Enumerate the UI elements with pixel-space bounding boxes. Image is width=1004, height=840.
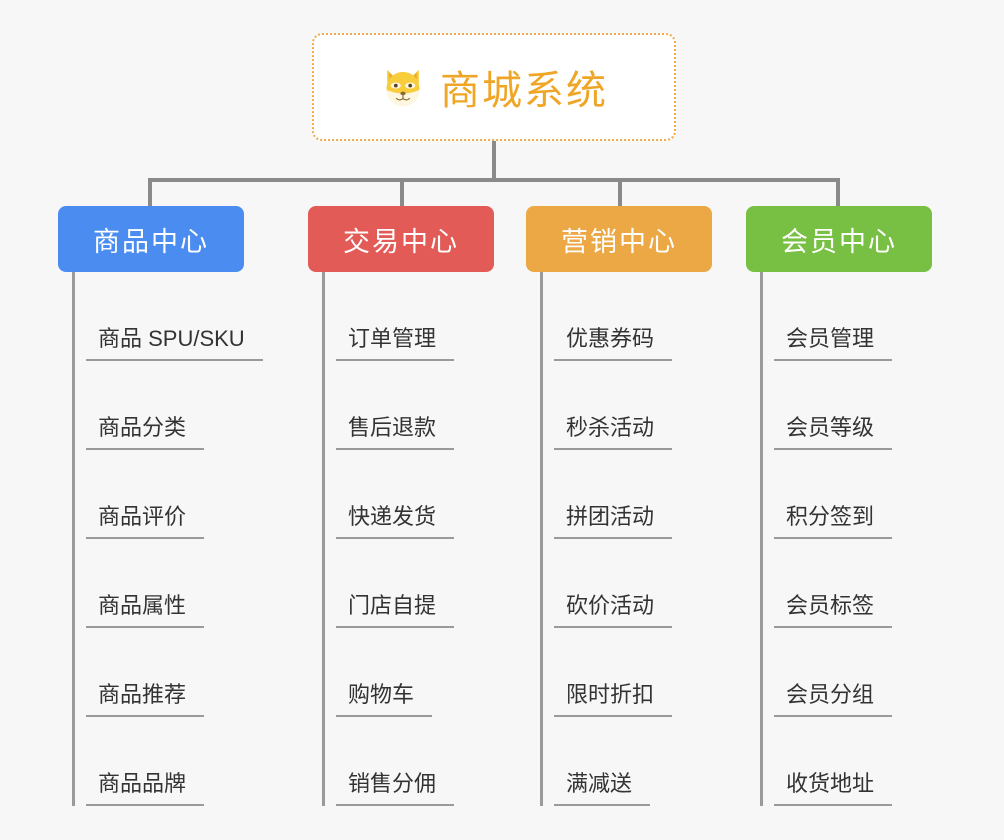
leaf-label: 售后退款 (336, 415, 455, 450)
connector-drop-3 (618, 178, 622, 206)
list-item[interactable]: 销售分佣 (322, 717, 494, 806)
list-item[interactable]: 售后退款 (322, 361, 494, 450)
list-item[interactable]: 满减送 (540, 717, 712, 806)
leaf-label: 订单管理 (336, 326, 455, 361)
branch-trunk-3 (540, 272, 543, 806)
leaf-label: 购物车 (336, 682, 433, 717)
list-item[interactable]: 订单管理 (322, 272, 494, 361)
list-item[interactable]: 购物车 (322, 628, 494, 717)
branch-list-4: 会员管理 会员等级 积分签到 会员标签 会员分组 收货地址 (746, 272, 932, 806)
branch-list-2: 订单管理 售后退款 快递发货 门店自提 购物车 销售分佣 (308, 272, 494, 806)
column-member-center: 会员中心 会员管理 会员等级 积分签到 会员标签 会员分组 收货地址 (746, 206, 932, 806)
leaf-label: 商品 SPU/SKU (86, 326, 263, 361)
column-product-center: 商品中心 商品 SPU/SKU 商品分类 商品评价 商品属性 商品推荐 商品品牌 (58, 206, 263, 806)
list-item[interactable]: 会员管理 (760, 272, 932, 361)
category-header-4[interactable]: 会员中心 (746, 206, 932, 272)
leaf-label: 拼团活动 (554, 504, 673, 539)
list-item[interactable]: 会员分组 (760, 628, 932, 717)
branch-trunk-4 (760, 272, 763, 806)
connector-root-stem (492, 141, 496, 180)
branch-list-1: 商品 SPU/SKU 商品分类 商品评价 商品属性 商品推荐 商品品牌 (58, 272, 263, 806)
column-marketing-center: 营销中心 优惠券码 秒杀活动 拼团活动 砍价活动 限时折扣 满减送 (526, 206, 712, 806)
list-item[interactable]: 商品评价 (72, 450, 244, 539)
list-item[interactable]: 商品分类 (72, 361, 244, 450)
connector-drop-1 (148, 178, 152, 206)
list-item[interactable]: 快递发货 (322, 450, 494, 539)
list-item[interactable]: 商品品牌 (72, 717, 244, 806)
list-item[interactable]: 拼团活动 (540, 450, 712, 539)
leaf-label: 商品评价 (86, 504, 205, 539)
leaf-label: 会员等级 (774, 415, 893, 450)
column-trade-center: 交易中心 订单管理 售后退款 快递发货 门店自提 购物车 销售分佣 (308, 206, 494, 806)
leaf-label: 优惠券码 (554, 326, 673, 361)
branch-list-3: 优惠券码 秒杀活动 拼团活动 砍价活动 限时折扣 满减送 (526, 272, 712, 806)
list-item[interactable]: 秒杀活动 (540, 361, 712, 450)
root-node-title: 商城系统 (440, 69, 608, 113)
root-node-shopping-mall-system[interactable]: 商城系统 (312, 33, 676, 141)
leaf-label: 门店自提 (336, 593, 455, 628)
shiba-dog-face-icon (380, 64, 426, 110)
leaf-label: 砍价活动 (554, 593, 673, 628)
list-item[interactable]: 限时折扣 (540, 628, 712, 717)
list-item[interactable]: 会员等级 (760, 361, 932, 450)
leaf-label: 限时折扣 (554, 682, 673, 717)
category-header-1[interactable]: 商品中心 (58, 206, 244, 272)
list-item[interactable]: 商品属性 (72, 539, 244, 628)
list-item[interactable]: 商品推荐 (72, 628, 244, 717)
list-item[interactable]: 砍价活动 (540, 539, 712, 628)
leaf-label: 满减送 (554, 771, 651, 806)
list-item[interactable]: 收货地址 (760, 717, 932, 806)
leaf-label: 会员标签 (774, 593, 893, 628)
leaf-label: 会员分组 (774, 682, 893, 717)
list-item[interactable]: 商品 SPU/SKU (72, 272, 263, 361)
leaf-label: 商品分类 (86, 415, 205, 450)
branch-trunk-1 (72, 272, 75, 806)
branch-trunk-2 (322, 272, 325, 806)
leaf-label: 商品品牌 (86, 771, 205, 806)
list-item[interactable]: 积分签到 (760, 450, 932, 539)
leaf-label: 销售分佣 (336, 771, 455, 806)
list-item[interactable]: 优惠券码 (540, 272, 712, 361)
connector-drop-4 (836, 178, 840, 206)
leaf-label: 快递发货 (336, 504, 455, 539)
connector-horizontal-bus (148, 178, 840, 182)
list-item[interactable]: 门店自提 (322, 539, 494, 628)
category-header-3[interactable]: 营销中心 (526, 206, 712, 272)
leaf-label: 商品推荐 (86, 682, 205, 717)
connector-drop-2 (400, 178, 404, 206)
leaf-label: 秒杀活动 (554, 415, 673, 450)
leaf-label: 积分签到 (774, 504, 893, 539)
leaf-label: 商品属性 (86, 593, 205, 628)
leaf-label: 收货地址 (774, 771, 893, 806)
leaf-label: 会员管理 (774, 326, 893, 361)
list-item[interactable]: 会员标签 (760, 539, 932, 628)
category-header-2[interactable]: 交易中心 (308, 206, 494, 272)
